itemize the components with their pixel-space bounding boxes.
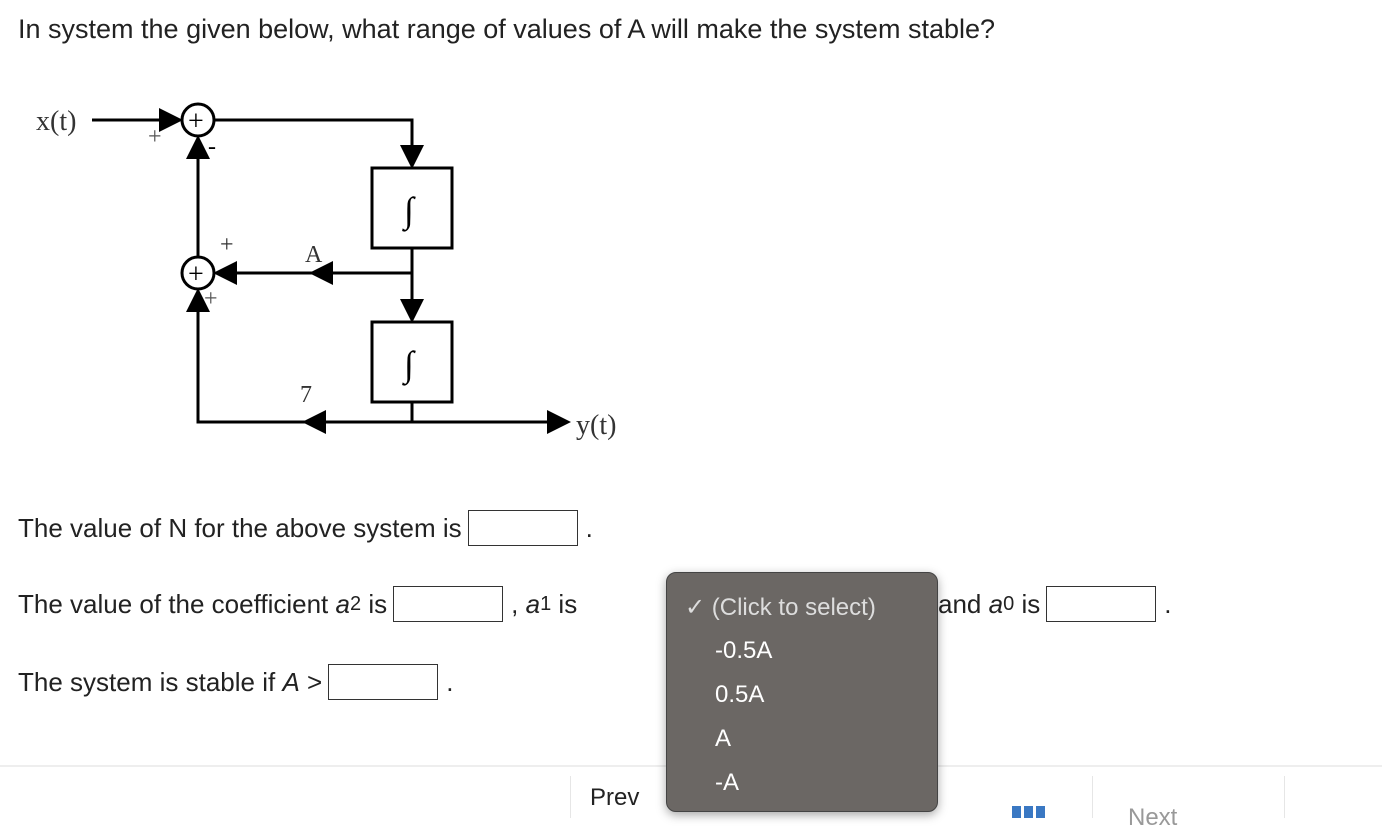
dropdown-option[interactable]: -A <box>715 769 739 796</box>
sub: 1 <box>540 592 552 615</box>
divider <box>1092 776 1093 818</box>
grid-icon[interactable] <box>1012 806 1046 818</box>
period: . <box>446 666 454 697</box>
integral-symbol: ∫ <box>402 344 416 386</box>
a0-var: a <box>988 588 1004 619</box>
gain-7: 7 <box>300 382 312 408</box>
label: The value of N for the above system is <box>18 512 462 543</box>
next-button[interactable]: Next <box>1128 804 1178 831</box>
a2-var: a <box>335 588 350 619</box>
label: is <box>368 588 388 619</box>
dropdown-option[interactable]: A <box>715 725 732 752</box>
period: . <box>585 512 593 543</box>
dropdown-option-placeholder[interactable]: ✓ (Click to select) <box>685 594 876 621</box>
question-text: In system the given below, what range of… <box>18 14 996 44</box>
gain-a: A <box>305 242 323 268</box>
label: The value of the coefficient <box>18 588 329 619</box>
integral-symbol: ∫ <box>402 190 416 232</box>
a1-var: a <box>525 588 541 619</box>
a-threshold-input[interactable] <box>328 664 439 700</box>
n-input[interactable] <box>467 510 578 546</box>
line-n: The value of N for the above system is . <box>18 510 593 546</box>
sign: - <box>208 134 216 160</box>
sign: + <box>220 232 234 258</box>
label: and <box>938 588 982 619</box>
dropdown-option[interactable]: 0.5A <box>715 681 765 708</box>
output-label: y(t) <box>576 410 616 441</box>
line-stable: The system is stable if A > . <box>18 664 453 700</box>
prev-button[interactable]: Prev <box>590 784 640 811</box>
a0-input[interactable] <box>1046 586 1157 622</box>
a1-dropdown-menu[interactable]: ✓ (Click to select) -0.5A 0.5A A -A <box>666 572 938 812</box>
divider <box>1284 776 1285 818</box>
label: is <box>1021 588 1041 619</box>
a2-input[interactable] <box>393 586 504 622</box>
comma: , <box>511 588 519 619</box>
sign: + <box>204 286 218 312</box>
operator: > <box>307 666 323 697</box>
period: . <box>1164 588 1172 619</box>
input-label: x(t) <box>36 106 76 137</box>
block-diagram: x(t) + + - ∫ ∫ A + + + 7 y(t) <box>36 102 616 441</box>
sub: 2 <box>349 592 362 615</box>
sign: + <box>148 124 162 150</box>
sub: 0 <box>1003 592 1015 615</box>
label: is <box>558 588 578 619</box>
divider <box>570 776 571 818</box>
summer-top-sign: + <box>188 106 204 137</box>
summer-mid-sign: + <box>188 259 204 290</box>
dropdown-option[interactable]: -0.5A <box>715 637 773 664</box>
label: The system is stable if <box>18 666 276 697</box>
a-var: A <box>282 666 300 697</box>
